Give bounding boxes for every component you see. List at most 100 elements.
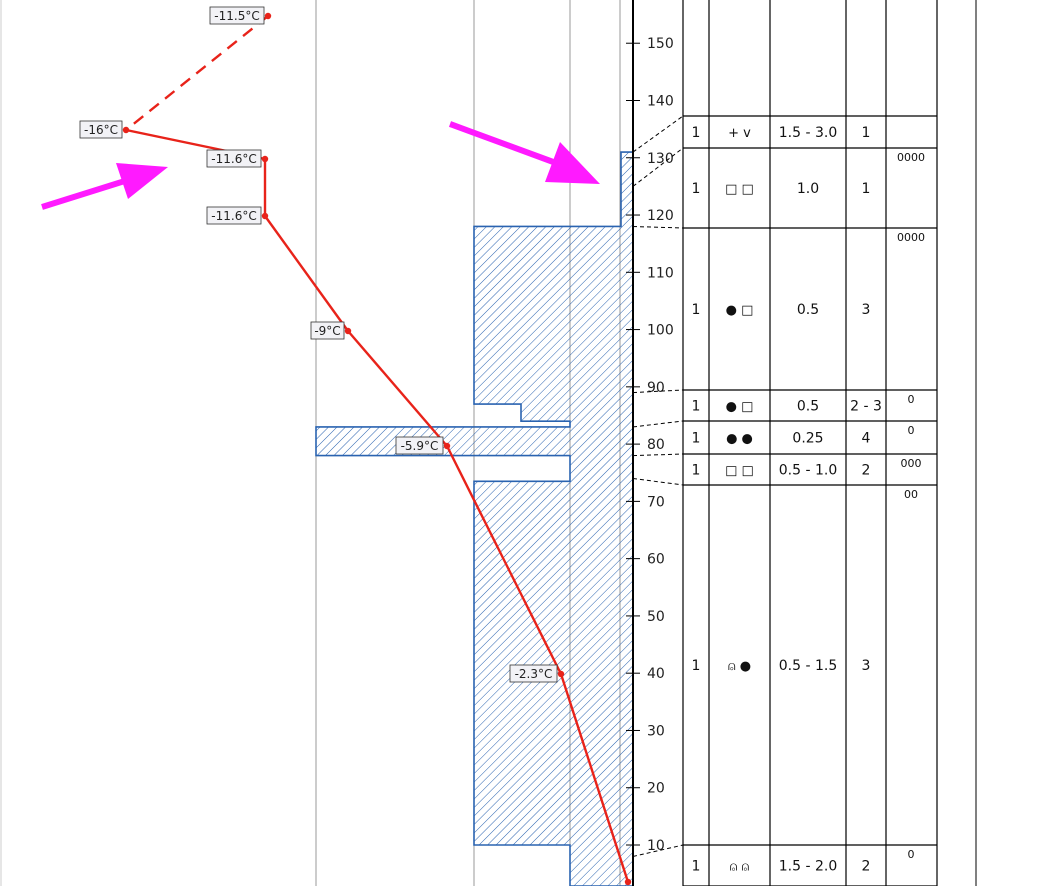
temperature-point [557,670,565,678]
temperature-segment [125,15,269,131]
layer-grain-size: 0.5 [797,302,819,318]
layer-connector [632,420,684,428]
temperature-point [261,212,269,220]
layer-wetness: 000 [901,457,922,470]
table-row: 1 ● ● 0.25 4 0 [692,424,915,447]
layer-grain-size: 0.5 - 1.5 [779,658,837,674]
layer-wetness: 0000 [897,151,925,164]
layer-hardness-code: 2 [862,859,871,875]
temperature-label-text: -9°C [314,324,340,338]
layer-moisture: 1 [692,181,701,197]
depth-tick-label: 110 [647,265,674,281]
temperature-segment [264,215,349,332]
temperature-segment [347,330,448,447]
layer-moisture: 1 [692,399,701,415]
temperature-point [344,327,352,335]
depth-tick-label: 20 [647,781,665,797]
layer-connector [632,225,684,229]
layer-grain-form: ⍝ ⍝ [730,860,750,875]
layer-wetness: 00 [904,488,918,501]
layer-grain-form: ● ● [726,432,753,447]
layer-hardness-code: 2 - 3 [850,399,882,415]
table-row: 1 + v 1.5 - 3.0 1 [692,125,871,141]
temperature-label-text: -11.5°C [214,9,259,23]
temperature-point [443,442,451,450]
table-row: 1 □ □ 0.5 - 1.0 2 000 [692,457,922,479]
temperature-profile: -11.5°C -16°C -11.6°C -11.6°C -9°C -5.9°C -2.3… [79,6,632,886]
temperature-label: -9°C [310,321,345,340]
temperature-point [624,878,632,886]
depth-tick-label: 130 [647,151,674,167]
depth-tick-label: 90 [647,380,665,396]
layer-grain-form: + v [728,126,751,141]
right-arrow [448,121,600,184]
layer-wetness: 0 [908,848,915,861]
layer-grain-size: 1.0 [797,181,819,197]
layer-moisture: 1 [692,302,701,318]
layer-connector [632,115,684,153]
temperature-label: -11.6°C [206,206,262,225]
layer-moisture: 1 [692,859,701,875]
layer-grain-form: ⍝ ● [728,659,751,674]
temperature-segment [559,673,630,883]
temperature-label-text: -5.9°C [401,439,439,453]
temperature-label-text: -16°C [84,123,118,137]
depth-tick-label: 150 [647,36,674,52]
depth-tick-label: 120 [647,208,674,224]
layer-hardness-code: 1 [862,181,871,197]
hardness-profile [315,151,634,887]
layer-hardness-code: 1 [862,125,871,141]
layer-moisture: 1 [692,125,701,141]
layer-hardness-code: 3 [862,658,871,674]
temperature-label: -5.9°C [395,436,444,455]
table-row: 1 ⍝ ⍝ 1.5 - 2.0 2 0 [692,848,915,875]
left-arrow [41,163,168,210]
layer-moisture: 1 [692,658,701,674]
layer-moisture: 1 [692,463,701,479]
layer-hardness-code: 4 [862,431,871,447]
layer-wetness: 0 [908,393,915,406]
layer-grain-size: 1.5 - 2.0 [779,859,837,875]
layer-grain-size: 0.25 [792,431,823,447]
layer-moisture: 1 [692,431,701,447]
depth-tick-label: 80 [647,437,665,453]
layer-grain-size: 0.5 [797,399,819,415]
temperature-point [264,12,272,20]
temperature-label-text: -11.6°C [211,152,256,166]
temperature-label: -2.3°C [509,664,558,683]
temperature-segment [445,445,563,675]
layer-grain-form: ● □ [726,400,754,415]
depth-tick-label: 70 [647,494,665,510]
temperature-point [261,155,269,163]
table-row: 1 ⍝ ● 0.5 - 1.5 3 00 [692,488,918,674]
layer-hardness-code: 2 [862,463,871,479]
layer-grain-form: ● □ [726,303,754,318]
temperature-label-text: -2.3°C [515,667,553,681]
layer-connector [632,844,684,857]
temperature-label-text: -11.6°C [211,209,256,223]
temperature-label: -16°C [79,120,123,139]
layer-wetness: 0 [908,424,915,437]
depth-tick-label: 50 [647,609,665,625]
layer-connector [632,453,684,457]
temperature-label: -11.6°C [206,149,262,168]
layer-grain-form: □ □ [725,464,754,479]
table-row: 1 ● □ 0.5 2 - 3 0 [692,393,915,415]
annotation-arrows [41,121,600,210]
layer-connector [632,477,684,486]
layer-connectors [632,115,684,857]
depth-tick-label: 100 [647,323,674,339]
depth-tick-label: 60 [647,552,665,568]
layer-grain-size: 1.5 - 3.0 [779,125,837,141]
layer-grain-size: 0.5 - 1.0 [779,463,837,479]
depth-tick-label: 40 [647,666,665,682]
depth-tick-label: 30 [647,723,665,739]
depth-tick-label: 140 [647,93,674,109]
hardness-profile-shape [315,151,634,887]
